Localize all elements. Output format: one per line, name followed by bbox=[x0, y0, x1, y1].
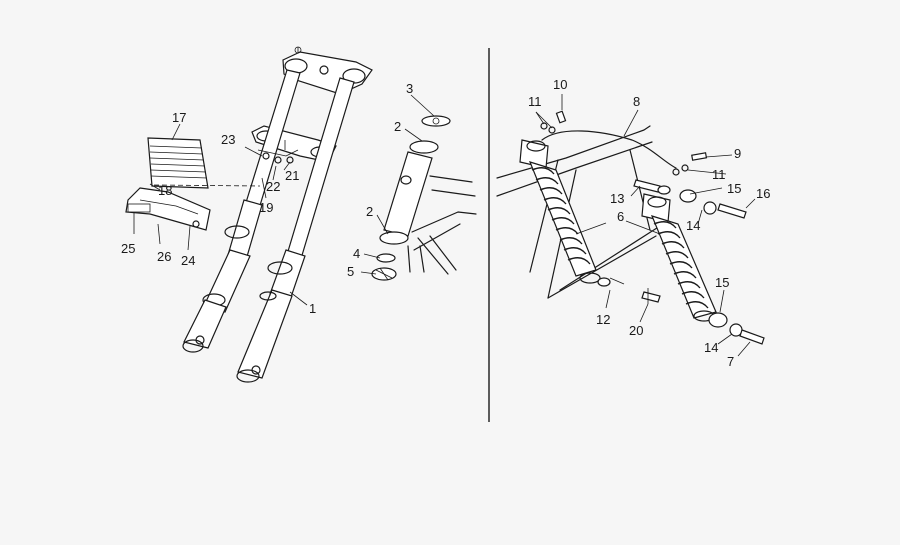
hose-part bbox=[541, 130, 677, 169]
callout-10: 10 bbox=[553, 77, 567, 92]
callout-3: 3 bbox=[406, 81, 413, 96]
frame-section bbox=[407, 175, 477, 275]
callout-9: 9 bbox=[734, 146, 741, 161]
callout-23: 23 bbox=[221, 132, 235, 147]
callout-21: 21 bbox=[285, 168, 299, 183]
steering-head bbox=[371, 115, 451, 281]
callout-2-lower: 2 bbox=[366, 204, 373, 219]
bracket-part bbox=[125, 187, 211, 231]
callout-13: 13 bbox=[610, 191, 624, 206]
callout-7: 7 bbox=[727, 354, 734, 369]
callout-12: 12 bbox=[596, 312, 610, 327]
callout-15-upper: 15 bbox=[727, 181, 741, 196]
callout-24: 24 bbox=[181, 253, 195, 268]
callout-19: 19 bbox=[259, 200, 273, 215]
right-fork-leg bbox=[236, 77, 355, 383]
rear-shock-panel bbox=[496, 94, 765, 357]
callout-20: 20 bbox=[629, 323, 643, 338]
callout-4: 4 bbox=[353, 246, 360, 261]
callout-26: 26 bbox=[157, 249, 171, 264]
callout-5: 5 bbox=[347, 264, 354, 279]
callout-25: 25 bbox=[121, 241, 135, 256]
callout-6: 6 bbox=[617, 209, 624, 224]
callout-14-upper: 14 bbox=[686, 218, 700, 233]
front-fork-leaders bbox=[133, 94, 435, 306]
rear-shock-leaders bbox=[535, 94, 756, 357]
callout-22: 22 bbox=[266, 179, 280, 194]
callout-16: 16 bbox=[756, 186, 770, 201]
callout-18: 18 bbox=[158, 183, 172, 198]
right-rear-shock bbox=[641, 193, 717, 322]
grille-part bbox=[147, 137, 209, 189]
callout-15-lower: 15 bbox=[715, 275, 729, 290]
callout-labels: 17 23 21 22 18 19 25 26 24 1 3 2 2 4 5 1… bbox=[121, 77, 770, 369]
front-fork-panel bbox=[125, 46, 477, 383]
callout-14-lower: 14 bbox=[704, 340, 718, 355]
callout-1: 1 bbox=[309, 301, 316, 316]
callout-17: 17 bbox=[172, 110, 186, 125]
callout-11-upper: 11 bbox=[528, 94, 542, 109]
fork-bridge-hardware bbox=[257, 149, 299, 164]
left-rear-shock bbox=[519, 139, 625, 287]
callout-11-lower: 11 bbox=[712, 167, 726, 182]
callout-2-upper: 2 bbox=[394, 119, 401, 134]
rear-shock-hardware bbox=[540, 110, 765, 345]
left-fork-leg bbox=[182, 69, 301, 353]
callout-8: 8 bbox=[633, 94, 640, 109]
